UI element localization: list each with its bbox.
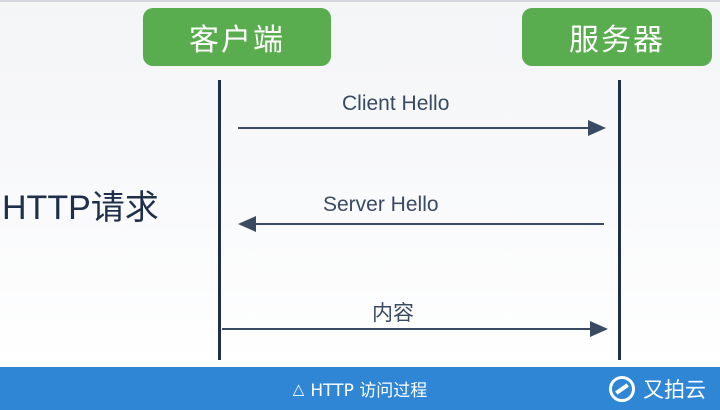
content-label: 内容 (372, 302, 414, 325)
client-lifeline (218, 80, 221, 360)
server-lifeline (618, 80, 621, 360)
brand-name: 又拍云 (643, 377, 706, 402)
brand-logo: 又拍云 (609, 373, 706, 404)
server-hello-label: Server Hello (323, 193, 439, 216)
client-hello-label: Client Hello (342, 92, 450, 115)
http-request-label: HTTP请求 (2, 189, 159, 227)
figure-caption: △ HTTP 访问过程 (0, 367, 720, 410)
top-divider (0, 0, 720, 2)
sequence-diagram: 客户端 服务器 HTTP请求 Client Hello Server Hello… (0, 0, 720, 367)
youpaiyun-logo-icon (609, 375, 635, 402)
caption-text: HTTP 访问过程 (310, 381, 428, 401)
caption-bar: △ HTTP 访问过程 又拍云 (0, 367, 720, 410)
server-actor-box: 服务器 (522, 8, 712, 66)
triangle-icon: △ (292, 379, 305, 398)
client-actor-box: 客户端 (143, 8, 331, 66)
message-arrows (222, 120, 608, 337)
